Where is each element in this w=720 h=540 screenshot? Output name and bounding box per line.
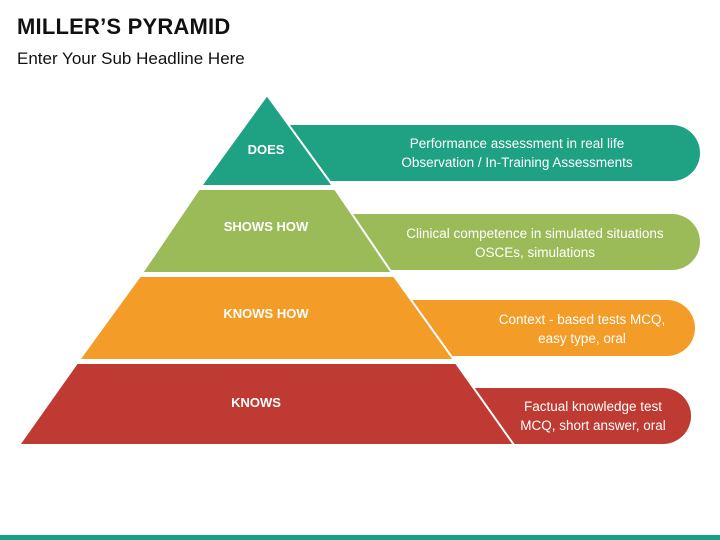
tier-label-shows-how: SHOWS HOW: [224, 219, 309, 234]
tier-label-knows-how: KNOWS HOW: [223, 306, 309, 321]
tier-label-knows: KNOWS: [231, 395, 281, 410]
tier-label-does: DOES: [248, 142, 285, 157]
pyramid-tier-shows-how: [140, 188, 394, 274]
description-pill-shows-how: [324, 214, 700, 270]
description-line-1-knows-how: Context - based tests MCQ,: [499, 312, 666, 327]
pyramid-tier-knows: [17, 362, 516, 446]
description-pill-does: [258, 125, 700, 181]
description-line-2-knows: MCQ, short answer, oral: [520, 418, 666, 433]
page-title: MILLER’S PYRAMID: [17, 14, 231, 39]
description-line-1-knows: Factual knowledge test: [524, 399, 662, 414]
description-line-2-knows-how: easy type, oral: [538, 331, 626, 346]
pyramid-level-shows-how: SHOWS HOW Clinical competence in simulat…: [140, 188, 700, 274]
description-line-1-does: Performance assessment in real life: [410, 136, 625, 151]
description-line-2-does: Observation / In-Training Assessments: [401, 155, 633, 170]
description-line-2-shows-how: OSCEs, simulations: [475, 245, 595, 260]
description-pill-knows-how: [386, 300, 695, 356]
pyramid-tier-does: [199, 93, 335, 187]
page-subtitle: Enter Your Sub Headline Here: [17, 49, 245, 68]
pyramid-level-knows: KNOWS Factual knowledge test MCQ, short …: [17, 362, 691, 446]
description-line-1-shows-how: Clinical competence in simulated situati…: [406, 226, 664, 241]
pyramid-level-does: DOES Performance assessment in real life…: [199, 93, 700, 187]
bottom-accent-bar: [0, 535, 720, 540]
pyramid-level-knows-how: KNOWS HOW Context - based tests MCQ, eas…: [77, 275, 695, 361]
description-pill-knows: [450, 388, 691, 444]
pyramid-tier-knows-how: [77, 275, 456, 361]
